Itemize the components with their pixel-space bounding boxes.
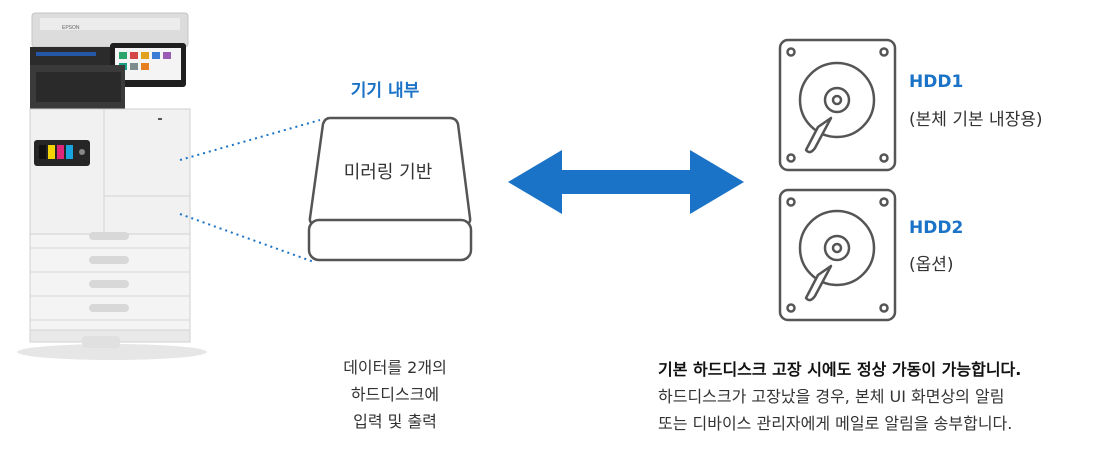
right-caption: 기본 하드디스크 고장 시에도 정상 가동이 가능합니다. 하드디스크가 고장났… (658, 356, 1103, 437)
hdd2-title: HDD2 (909, 218, 964, 238)
right-caption-headline: 기본 하드디스크 고장 시에도 정상 가동이 가능합니다. (658, 360, 1022, 379)
right-caption-line: 또는 디바이스 관리자에게 메일로 알림을 송부합니다. (658, 414, 1013, 433)
dotted-connector-bottom (179, 213, 315, 263)
hdd2-shape (778, 188, 897, 322)
dotted-connector-top (179, 119, 321, 161)
mirroring-board-label: 미러링 기반 (343, 162, 433, 183)
mirroring-board-shape (307, 116, 473, 262)
left-caption-line: 입력 및 출력 (353, 412, 437, 431)
right-caption-line: 하드디스크가 고장났을 경우, 본체 UI 화면상의 알림 (658, 387, 1005, 406)
left-caption-line: 데이터를 2개의 (343, 358, 447, 377)
left-caption: 데이터를 2개의 하드디스크에 입력 및 출력 (300, 354, 490, 435)
printer-image: EPSON (17, 12, 207, 360)
hdd2-subtitle: (옵션) (909, 255, 954, 275)
hdd1-subtitle: (본체 기본 내장용) (909, 110, 1043, 130)
hdd1-shape (778, 38, 897, 172)
hdd1-title: HDD1 (909, 72, 964, 92)
inside-device-label: 기기 내부 (350, 81, 420, 101)
left-caption-line: 하드디스크에 (350, 385, 440, 404)
printer-brand: EPSON (62, 25, 80, 31)
bidirectional-arrow (508, 150, 744, 214)
